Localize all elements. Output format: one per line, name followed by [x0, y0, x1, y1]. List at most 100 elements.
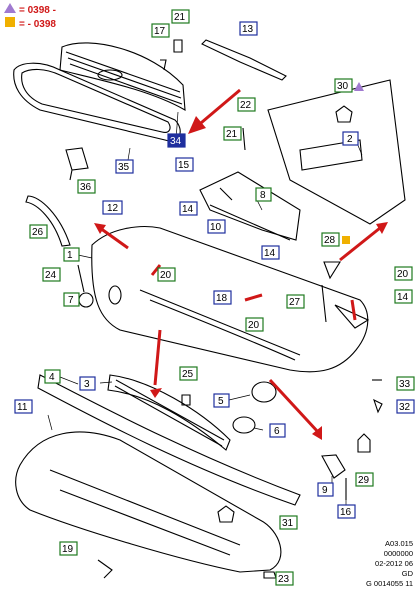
reference-line-2: 0000000 — [383, 549, 413, 558]
callout-2: 2 — [342, 131, 359, 146]
callout-5: 5 — [213, 393, 230, 408]
svg-text:6: 6 — [274, 426, 280, 437]
clip-part-7 — [78, 292, 94, 308]
bumper-cover-part — [91, 226, 370, 373]
clip-part-32 — [373, 398, 383, 414]
svg-text:23: 23 — [278, 574, 290, 585]
svg-text:24: 24 — [45, 270, 57, 281]
svg-text:14: 14 — [182, 204, 194, 215]
callout-24: 24 — [42, 267, 61, 282]
undertray-part — [15, 431, 282, 573]
callout-29: 29 — [355, 472, 374, 487]
svg-text:3: 3 — [84, 379, 90, 390]
leader-lines — [47, 111, 363, 505]
callout-21b: 21 — [223, 126, 242, 141]
grille-frame-part — [13, 62, 181, 142]
svg-text:1: 1 — [67, 250, 73, 261]
mounting-bracket-part — [199, 171, 301, 241]
legend-triangle-code: = 0398 - — [19, 5, 56, 16]
callout-23: 23 — [275, 571, 294, 586]
callout-33: 33 — [396, 376, 415, 391]
callout-31: 31 — [279, 515, 298, 530]
callout-20c: 20 — [394, 266, 413, 281]
callout-12: 12 — [102, 200, 123, 215]
callout-30: 30 — [334, 78, 353, 93]
svg-text:14: 14 — [264, 248, 276, 259]
callout-3: 3 — [79, 376, 96, 391]
reference-line-1: A03.015 — [385, 539, 413, 548]
svg-text:4: 4 — [49, 372, 55, 383]
svg-text:16: 16 — [340, 507, 352, 518]
callout-19: 19 — [59, 541, 78, 556]
callout-28: 28 — [321, 232, 340, 247]
svg-text:14: 14 — [397, 292, 409, 303]
spoiler-part — [37, 374, 301, 506]
screw-part-17 — [160, 59, 167, 71]
callout-25: 25 — [179, 366, 198, 381]
svg-text:35: 35 — [118, 162, 130, 173]
callout-17: 17 — [151, 23, 170, 38]
svg-text:13: 13 — [242, 24, 254, 35]
bracket-part-9 — [321, 454, 346, 479]
callout-14c: 14 — [394, 289, 413, 304]
lower-grille-part — [107, 374, 231, 451]
svg-text:12: 12 — [107, 203, 119, 214]
svg-text:22: 22 — [240, 100, 252, 111]
legend-square-code: = - 0398 — [19, 19, 56, 30]
svg-text:25: 25 — [182, 369, 194, 380]
callout-18: 18 — [213, 290, 232, 305]
nut-part-30 — [335, 105, 353, 123]
license-plate-part — [201, 39, 287, 81]
clip-part-28 — [323, 261, 341, 280]
screw-part-24 — [77, 264, 85, 293]
callout-1: 1 — [63, 247, 80, 262]
svg-text:21: 21 — [174, 12, 186, 23]
callout-14a: 14 — [179, 201, 198, 216]
callout-30-triangle-marker-icon — [354, 82, 364, 91]
impact-absorber-part — [267, 79, 406, 225]
svg-text:18: 18 — [216, 293, 228, 304]
svg-text:21: 21 — [226, 129, 238, 140]
clip-part-31 — [217, 505, 235, 523]
clip-part-19 — [97, 559, 113, 579]
callout-11: 11 — [14, 399, 33, 414]
callout-8: 8 — [255, 187, 272, 202]
callout-14b: 14 — [261, 245, 280, 260]
svg-text:19: 19 — [62, 544, 74, 555]
svg-text:20: 20 — [248, 320, 260, 331]
svg-text:9: 9 — [322, 485, 328, 496]
svg-text:10: 10 — [210, 222, 222, 233]
clip-part-21 — [173, 39, 183, 53]
legend: = 0398 - = - 0398 — [4, 3, 56, 30]
push-pin-part-27 — [321, 284, 327, 323]
callout-34-highlighted: 34 — [167, 133, 186, 148]
bolt-part-22 — [242, 127, 246, 151]
callout-28-square-marker-icon — [342, 236, 350, 244]
svg-text:17: 17 — [154, 26, 166, 37]
callout-20a: 20 — [157, 267, 176, 282]
callout-21a: 21 — [171, 9, 190, 24]
reference-line-4: GD — [401, 569, 413, 578]
svg-text:34: 34 — [170, 136, 182, 147]
washer-part-23 — [263, 571, 277, 579]
callout-32: 32 — [396, 399, 415, 414]
svg-text:20: 20 — [160, 270, 172, 281]
svg-text:7: 7 — [68, 295, 74, 306]
callout-35: 35 — [115, 159, 134, 174]
svg-text:33: 33 — [399, 379, 411, 390]
reference-line-3: 02-2012 06 — [375, 559, 413, 568]
svg-text:20: 20 — [397, 269, 409, 280]
fog-lamp-part — [251, 381, 277, 403]
callout-26: 26 — [29, 224, 48, 239]
svg-text:29: 29 — [358, 475, 370, 486]
svg-text:8: 8 — [260, 190, 266, 201]
red-arrows — [94, 88, 388, 440]
svg-text:30: 30 — [337, 81, 349, 92]
callout-7: 7 — [63, 292, 80, 307]
callout-9: 9 — [317, 482, 334, 497]
callout-16: 16 — [337, 504, 356, 519]
svg-text:36: 36 — [80, 182, 92, 193]
trim-strip-part — [25, 195, 71, 247]
svg-text:5: 5 — [218, 396, 224, 407]
